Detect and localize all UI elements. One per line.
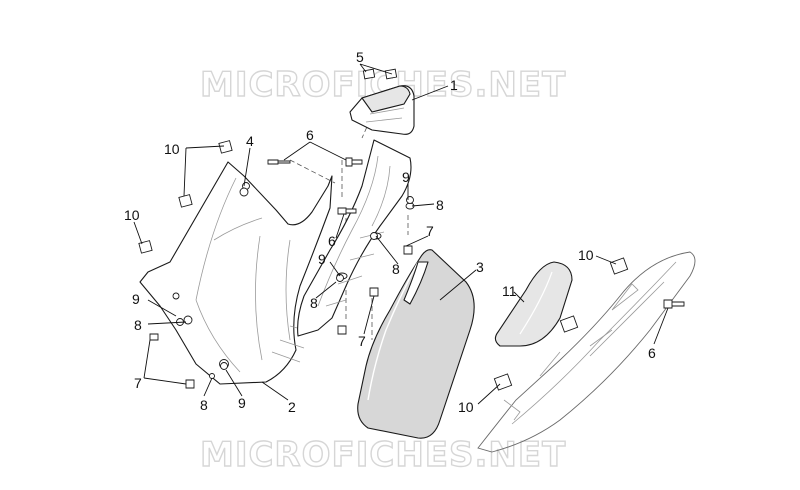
callout-4: 4 [246, 133, 254, 149]
callout-9-mid: 9 [318, 251, 326, 267]
callout-8-mid: 8 [310, 295, 318, 311]
callout-8-left: 8 [134, 317, 142, 333]
part-1-upper-bracket [349, 68, 415, 135]
callout-11: 11 [502, 283, 517, 299]
callout-5: 5 [356, 49, 364, 65]
callout-labels: 1 5 4 6 10 10 9 8 6 7 9 8 8 3 10 11 6 7 … [124, 49, 656, 415]
callout-9-left: 9 [132, 291, 140, 307]
callout-10-right: 10 [578, 247, 594, 263]
callout-6-mid: 6 [328, 233, 336, 249]
part-11-strip [494, 261, 573, 347]
hardware [138, 140, 685, 389]
part-2-front-fairing [139, 161, 333, 385]
callout-7-upper-right: 7 [426, 223, 434, 239]
callout-10-bottom: 10 [458, 399, 474, 415]
callout-3: 3 [476, 259, 484, 275]
callout-10-left: 10 [124, 207, 140, 223]
callout-6-right: 6 [648, 345, 656, 361]
callout-9-bottom: 9 [238, 395, 246, 411]
leader-lines [133, 63, 669, 405]
part-3-side-panel [357, 249, 475, 439]
callout-6-top: 6 [306, 127, 314, 143]
watermark-bottom: MICROFICHES.NET [200, 435, 566, 475]
callout-9-upper-right: 9 [402, 169, 410, 185]
callout-10-top: 10 [164, 141, 180, 157]
callout-8-mid-right: 8 [392, 261, 400, 277]
callout-8-upper-right: 8 [436, 197, 444, 213]
callout-7-mid: 7 [358, 333, 366, 349]
callout-7-left: 7 [134, 375, 142, 391]
callout-2: 2 [288, 399, 296, 415]
callout-8-bottom: 8 [200, 397, 208, 413]
right-rear-fairing [477, 251, 696, 453]
callout-1: 1 [450, 77, 458, 93]
